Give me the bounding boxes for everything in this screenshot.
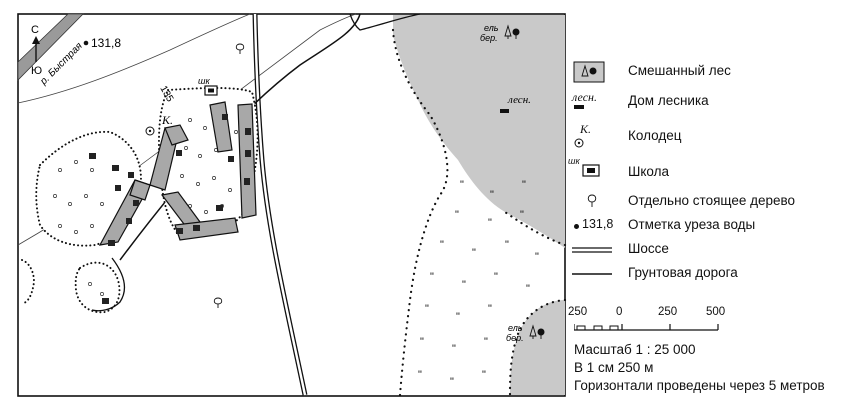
mixed-forest-icon-top [504,24,520,39]
highway-inner [253,13,307,396]
contour-interval: Горизонтали проведены через 5 метров [574,378,825,393]
mixed-forest-swatch [573,61,605,83]
svg-text:": " [526,283,530,295]
single-tree-icon [235,43,245,54]
north-letter: С [31,24,39,36]
svg-text:": " [484,336,488,348]
water-mark-symbol-text: 131,8 [582,217,614,231]
svg-text:": " [494,271,498,283]
legend-label: Грунтовая дорога [628,265,738,280]
svg-text:": " [455,209,459,221]
svg-text:": " [450,376,454,388]
houses [89,114,251,304]
water-mark-dot [83,40,89,46]
svg-text:": " [460,179,464,191]
legend-label: Отметка уреза воды [628,217,756,232]
scale-bar [574,324,719,331]
school-label: шк [198,76,210,86]
svg-text:": " [520,209,524,221]
forest-top-height: бер. [480,33,498,43]
legend-row-dirt-road: Грунтовая дорога [568,262,858,286]
svg-text:": " [505,239,509,251]
north-arrow [32,36,40,62]
legend-label: Дом лесника [628,93,709,108]
legend-row-single-tree: Отдельно стоящее дерево [568,190,858,214]
water-mark-value: 131,8 [91,36,121,50]
svg-text:": " [418,369,422,381]
highway-symbol [572,247,612,253]
well-icon [145,126,155,136]
forest-bottom-species: ель [508,323,523,333]
highway [252,13,308,396]
svg-text:": " [535,251,539,263]
svg-text:": " [522,179,526,191]
forester-label: лесн. [507,94,531,106]
legend-label: Смешанный лес [628,63,731,78]
forester-house-icon [500,109,509,113]
well-symbol-text: К. [580,122,591,136]
scale-tick-label: 250 [658,306,678,318]
svg-text:": " [430,271,434,283]
garden-dots [53,118,238,296]
legend-label: Шоссе [628,241,669,256]
forest-boundary [508,298,567,397]
mixed-forest-area [393,15,565,248]
legend-label: Школа [628,164,670,179]
scale-ratio: Масштаб 1 : 25 000 [574,342,696,357]
village-road [91,257,126,312]
svg-text:": " [440,239,444,251]
scale-tick-label: 250 [568,306,588,318]
forester-symbol-text: лесн. [572,90,597,104]
svg-text:": " [488,217,492,229]
school-symbol-text: шк [568,156,580,166]
legend-row-school: шк Школа [568,156,858,184]
svg-text:": " [425,303,429,315]
forester-house-icon [574,105,584,109]
garden-south [74,261,121,314]
single-tree-icon [587,194,597,207]
scale-tick-label: 0 [616,306,623,318]
forest-boundary [391,28,449,397]
south-letter: Ю [31,65,42,77]
school-icon [204,85,218,96]
svg-text:": " [488,303,492,315]
legend-row-well: К. Колодец [568,122,858,150]
dirt-road [119,13,361,261]
dirt-road-branch [349,13,421,31]
legend-row-mixed-forest: Смешанный лес [568,60,858,84]
svg-text:": " [456,311,460,323]
legend-row-water-mark: 131,8 Отметка уреза воды [568,214,858,238]
forest-boundary [503,210,567,247]
mixed-forest-icon-bottom [529,324,545,339]
meadow-symbols: " " " " " " " " " " " " " " " " " " " " " " " [418,179,539,388]
garden-edge [21,259,36,305]
forest-bottom-height: бер. [506,333,524,343]
single-tree-icon [213,297,223,308]
svg-text:": " [472,247,476,259]
well-label: К. [161,113,173,127]
svg-text:": " [420,336,424,348]
svg-text:": " [462,279,466,291]
dirt-road-symbol [572,273,612,275]
river-bystraya [17,13,84,81]
forest-clearing-bottom-right [510,300,565,395]
well-icon [574,138,584,148]
legend-row-forester-house: лесн. Дом лесника [568,90,858,114]
school-icon [582,164,600,177]
village-blocks [98,101,257,246]
legend-label: Отдельно стоящее дерево [628,193,796,208]
svg-text:": " [452,343,456,355]
scale-cm: В 1 см 250 м [574,360,654,375]
contour-line [17,13,251,104]
legend-row-highway: Шоссе [568,238,858,262]
svg-text:": " [482,369,486,381]
scale-tick-label: 500 [706,306,726,318]
water-mark-dot [574,224,579,229]
scale-block: 250 0 250 500 Масштаб 1 : 25 000 В 1 см … [568,306,858,406]
svg-text:": " [490,189,494,201]
legend-label: Колодец [628,128,682,143]
forest-top-species: ель [484,23,499,33]
